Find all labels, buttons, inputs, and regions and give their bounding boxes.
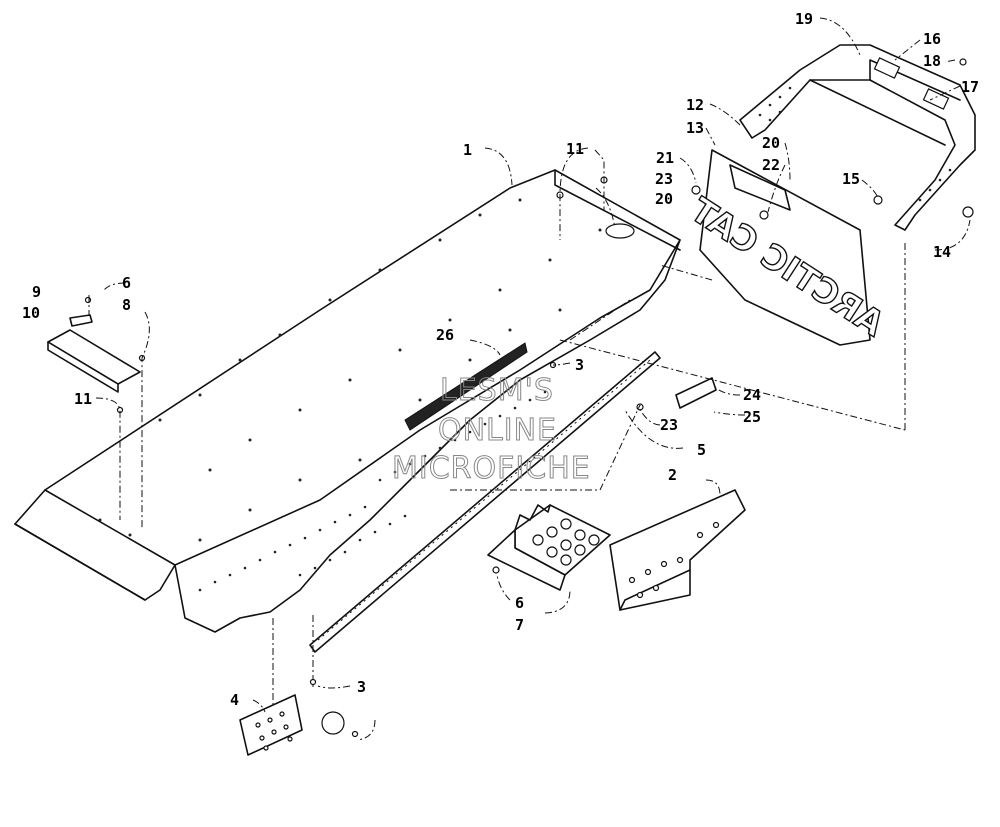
tunnel-part: [14, 169, 681, 633]
callout-16: 16: [923, 30, 941, 48]
callout-17: 17: [961, 78, 979, 96]
callout-4: 4: [230, 691, 239, 709]
foot-plate-part: [487, 504, 611, 591]
callout-21: 21: [656, 149, 674, 167]
callout-3b: 3: [357, 678, 366, 696]
callout-24: 24: [743, 386, 761, 404]
callout-25: 25: [743, 408, 761, 426]
rear-bumper-part: [739, 44, 976, 231]
callout-10: 10: [22, 304, 40, 322]
callout-18: 18: [923, 52, 941, 70]
decal-part: [404, 342, 528, 431]
callout-2: 2: [668, 466, 677, 484]
bracket-part: [47, 314, 141, 393]
callout-23b: 23: [660, 416, 678, 434]
callout-1: 1: [463, 141, 472, 159]
callout-7: 7: [515, 616, 524, 634]
washer-part: [321, 711, 345, 735]
callout-6b: 6: [515, 594, 524, 612]
callout-8: 8: [122, 296, 131, 314]
callout-labels: 1 2 3 3 4 5 6 6 7 8 9 10 11 11 12 13 14 …: [22, 10, 979, 709]
callout-19: 19: [795, 10, 813, 28]
callout-12: 12: [686, 96, 704, 114]
callout-14: 14: [933, 243, 951, 261]
tunnel-rivets: [98, 198, 602, 542]
tunnel-cutout: [605, 223, 635, 239]
rear-bracket-part: [609, 489, 746, 611]
step-perforations: [758, 86, 952, 202]
plate-part: [239, 694, 303, 756]
callout-23a: 23: [655, 170, 673, 188]
side-perforations: [198, 390, 547, 592]
callout-26: 26: [436, 326, 454, 344]
watermark: LESM'S ONLINE MICROFICHE: [392, 373, 591, 487]
callout-15: 15: [842, 170, 860, 188]
callout-13: 13: [686, 119, 704, 137]
leader-lines: [88, 17, 971, 741]
callout-9: 9: [32, 283, 41, 301]
callout-20b: 20: [655, 190, 673, 208]
callout-11a: 11: [566, 140, 584, 158]
callout-5: 5: [697, 441, 706, 459]
watermark-line-2: ONLINE: [438, 413, 557, 448]
callout-3a: 3: [575, 356, 584, 374]
watermark-line-3: MICROFICHE: [392, 451, 591, 486]
callout-6a: 6: [122, 274, 131, 292]
small-plate-part: [675, 377, 717, 409]
watermark-line-1: LESM'S: [440, 373, 554, 408]
callout-11b: 11: [74, 390, 92, 408]
callout-22: 22: [762, 156, 780, 174]
callout-20a: 20: [762, 134, 780, 152]
